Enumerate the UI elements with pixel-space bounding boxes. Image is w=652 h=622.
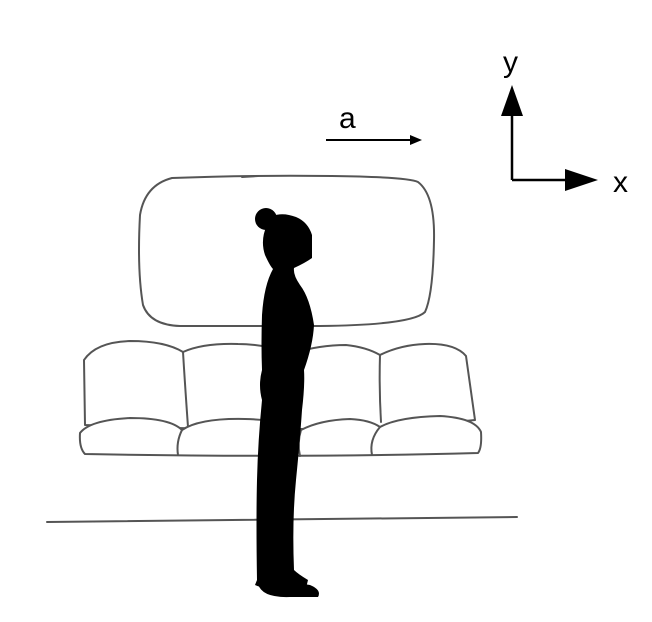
cushion-seam-3 <box>370 426 381 456</box>
coordinate-axes <box>501 85 598 191</box>
acceleration-label: a <box>339 102 356 135</box>
x-axis-arrowhead <box>565 169 598 191</box>
person-feet <box>258 582 319 598</box>
person-hair-bun <box>255 208 277 230</box>
y-axis-label: y <box>503 46 518 79</box>
x-axis-label: x <box>613 166 628 199</box>
y-axis-arrowhead <box>501 85 523 116</box>
person-body <box>255 214 314 590</box>
window-mark <box>241 175 259 178</box>
cushion-seam-1 <box>176 429 183 456</box>
backrest-seam-3 <box>378 354 382 423</box>
backrest-seam-1 <box>182 351 189 428</box>
acceleration-arrow <box>326 135 422 145</box>
person-silhouette <box>255 208 319 598</box>
